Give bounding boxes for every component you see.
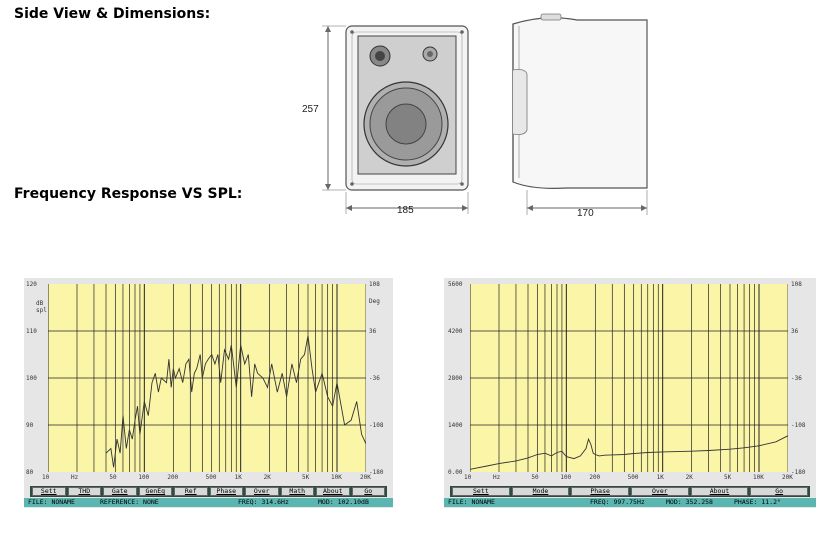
spl-geneq-button[interactable]: GenEq	[138, 487, 172, 496]
impedance-phase-button[interactable]: Phase	[571, 487, 629, 496]
x-tick: 20K	[360, 474, 371, 481]
impedance-go-button[interactable]: Go	[750, 487, 808, 496]
y-tick-left: 1400	[448, 422, 463, 429]
x-tick: 10K	[331, 474, 342, 481]
depth-dimension: 170	[577, 208, 594, 219]
impedance-button-bar	[450, 486, 810, 497]
y-tick-right: 36	[791, 328, 799, 335]
spl-curve	[105, 335, 366, 468]
spl-chart	[48, 284, 366, 472]
x-tick: 50	[531, 474, 539, 481]
impedance-chart	[470, 284, 788, 472]
y-tick-left: 120	[26, 281, 37, 288]
y-tick-right: -180	[791, 469, 806, 476]
y-tick-right: 108	[791, 281, 802, 288]
impedance-sett-button[interactable]: Sett	[452, 487, 510, 496]
spl-go-button[interactable]: Go	[351, 487, 385, 496]
spl-over-button[interactable]: Over	[245, 487, 279, 496]
y-tick-right: 36	[369, 328, 377, 335]
y-tick-right: -108	[791, 422, 806, 429]
height-dimension: 257	[302, 104, 319, 115]
spl-gate-button[interactable]: Gate	[103, 487, 137, 496]
spl-status-bar: FILE: NONAME REFERENCE: NONE FREQ: 314.6…	[24, 498, 393, 507]
x-tick: 2K	[685, 474, 693, 481]
y-tick-left: 80	[26, 469, 34, 476]
x-tick: 200	[167, 474, 179, 481]
x-tick: 1K	[234, 474, 242, 481]
x-tick: 50	[109, 474, 117, 481]
side-view-heading: Side View & Dimensions:	[14, 6, 211, 22]
y-tick-left: 2800	[448, 375, 463, 382]
spl-button-bar	[30, 486, 387, 497]
status-file: FILE: NONAME	[28, 498, 75, 506]
x-tick: 1K	[656, 474, 664, 481]
y-tick-left: 100	[26, 375, 37, 382]
status-mod: MOD: 102.10dB	[318, 498, 369, 506]
speaker-front-drawing	[322, 25, 469, 214]
x-tick: 100	[138, 474, 150, 481]
y-tick-left: 0.00	[448, 469, 463, 476]
impedance-status-bar: FILE: NONAME FREQ: 997.75Hz MOD: 352.258…	[444, 498, 816, 507]
status-reference: REFERENCE: NONE	[100, 498, 159, 506]
spl-math-button[interactable]: Math	[280, 487, 314, 496]
spl-thd-button[interactable]: THD	[67, 487, 101, 496]
x-tick: 100	[560, 474, 572, 481]
impedance-analyzer-window: FILE: NONAME FREQ: 997.75Hz MOD: 352.258…	[444, 278, 816, 508]
y-tick-right: -108	[369, 422, 384, 429]
status-phase: PHASE: 11.2°	[734, 498, 781, 506]
y-tick-right: -180	[369, 469, 384, 476]
spl-analyzer-window: FILE: NONAME REFERENCE: NONE FREQ: 314.6…	[24, 278, 393, 508]
x-tick: 5K	[302, 474, 310, 481]
y-unit-right: Deg	[369, 298, 380, 305]
y-tick-left: 5600	[448, 281, 463, 288]
status-freq: FREQ: 997.75Hz	[590, 498, 645, 506]
speaker-side-drawing	[512, 13, 648, 215]
x-tick: 10	[464, 474, 472, 481]
x-tick: 500	[627, 474, 639, 481]
x-tick: 10	[42, 474, 50, 481]
x-tick: 200	[589, 474, 601, 481]
status-mod: MOD: 352.258	[666, 498, 713, 506]
y-tick-right: 108	[369, 281, 380, 288]
y-tick-left: 4200	[448, 328, 463, 335]
frequency-response-heading: Frequency Response VS SPL:	[14, 186, 243, 202]
impedance-about-button[interactable]: About	[690, 487, 749, 496]
spl-phase-button[interactable]: Phase	[209, 487, 243, 496]
x-tick: Hz	[492, 474, 501, 481]
x-tick: 2K	[263, 474, 271, 481]
impedance-plot-area	[470, 284, 788, 472]
impedance-over-button[interactable]: Over	[631, 487, 689, 496]
width-dimension: 185	[397, 205, 414, 216]
y-tick-left: 110	[26, 328, 37, 335]
x-tick: 10K	[753, 474, 764, 481]
y-tick-right: -36	[791, 375, 802, 382]
status-file: FILE: NONAME	[448, 498, 495, 506]
x-tick: 20K	[782, 474, 793, 481]
x-tick: 500	[205, 474, 217, 481]
y-unit-left: dB spl	[36, 300, 47, 314]
spl-ref-button[interactable]: Ref	[174, 487, 208, 496]
status-freq: FREQ: 314.6Hz	[238, 498, 289, 506]
spl-plot-area	[48, 284, 366, 472]
x-tick: Hz	[70, 474, 79, 481]
impedance-curve	[470, 435, 788, 470]
spl-about-button[interactable]: About	[316, 487, 350, 496]
y-tick-right: -36	[369, 375, 380, 382]
spl-sett-button[interactable]: Sett	[32, 487, 66, 496]
impedance-mode-button[interactable]: Mode	[511, 487, 570, 496]
x-tick: 5K	[724, 474, 732, 481]
y-tick-left: 90	[26, 422, 34, 429]
